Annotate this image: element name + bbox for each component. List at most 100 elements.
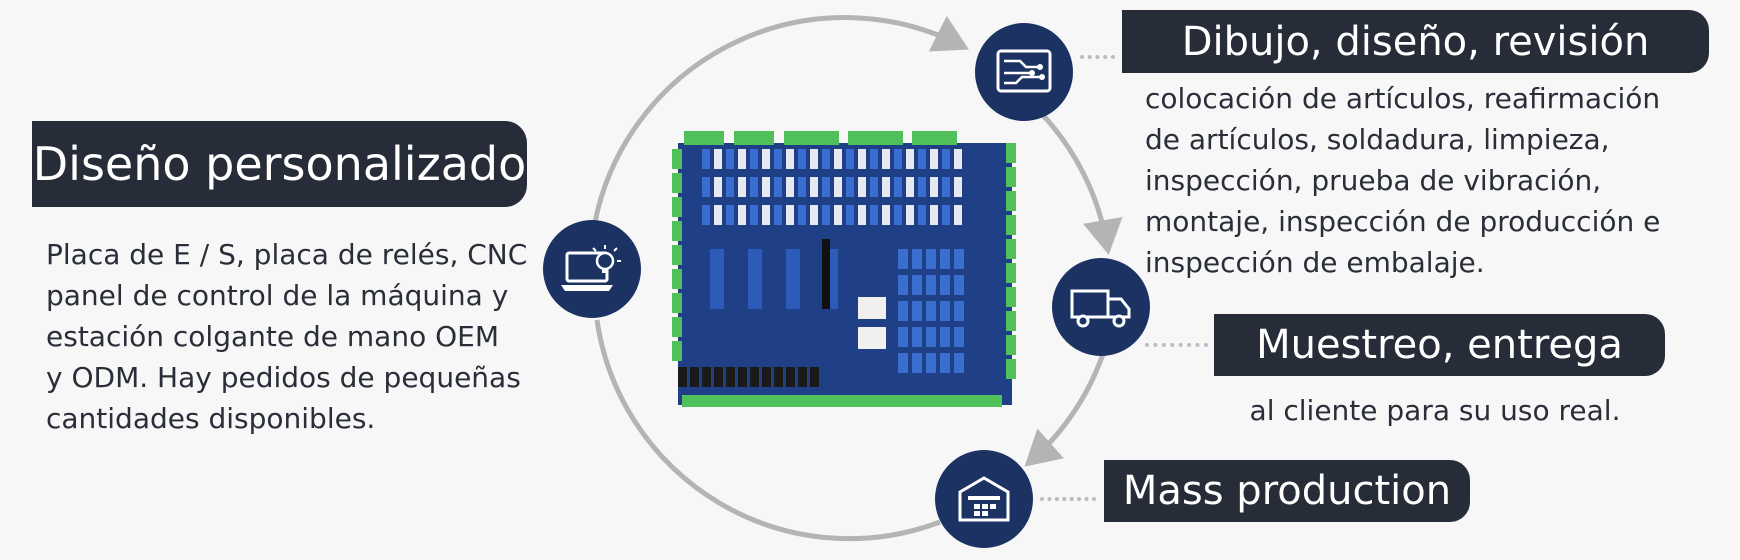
relay-pcb-board	[672, 131, 1016, 407]
terminal-block	[848, 131, 903, 145]
circuit-board-icon	[975, 23, 1073, 121]
relay	[912, 275, 922, 295]
step3-title-text: Mass production	[1122, 468, 1452, 514]
connector	[710, 249, 724, 309]
left-line: Placa de E / S, placa de relés, CNC	[46, 238, 528, 271]
relay	[898, 327, 908, 347]
terminal-block	[672, 269, 682, 289]
black-connector	[786, 367, 795, 387]
step1-connector	[1080, 55, 1115, 59]
relay	[702, 205, 710, 225]
relay	[906, 177, 914, 197]
relay	[774, 177, 782, 197]
relay	[954, 275, 964, 295]
relay	[940, 353, 950, 373]
terminal-block	[672, 293, 682, 313]
relay	[912, 353, 922, 373]
step2-title-text: Muestreo, entrega	[1256, 322, 1623, 368]
connector	[748, 249, 762, 309]
relay	[926, 327, 936, 347]
relay	[954, 327, 964, 347]
step1-line: montaje, inspección de producción e	[1145, 205, 1661, 238]
step1-line: inspección, prueba de vibración,	[1145, 164, 1602, 197]
left-title: Diseño personalizado	[32, 121, 527, 207]
relay	[882, 149, 890, 169]
terminal-block	[1006, 359, 1016, 379]
pcb-terminal-blocks	[672, 131, 1016, 407]
relay	[702, 177, 710, 197]
relay	[726, 177, 734, 197]
relay	[738, 205, 746, 225]
relay	[822, 205, 830, 225]
relay	[750, 149, 758, 169]
terminal-block	[672, 173, 682, 193]
relay	[858, 205, 866, 225]
black-connector	[738, 367, 747, 387]
terminal-block	[672, 221, 682, 241]
step3-title: Mass production	[1104, 460, 1470, 522]
relay	[738, 149, 746, 169]
step2-line: al cliente para su uso real.	[1249, 394, 1621, 427]
relay	[940, 275, 950, 295]
relay	[942, 149, 950, 169]
relay	[954, 177, 962, 197]
step1-title-text: Dibujo, diseño, revisión	[1181, 18, 1650, 65]
terminal-block	[672, 245, 682, 265]
relay	[918, 149, 926, 169]
relay	[894, 149, 902, 169]
relay	[926, 353, 936, 373]
relay	[870, 149, 878, 169]
relay	[954, 205, 962, 225]
black-connector	[750, 367, 759, 387]
relay	[846, 149, 854, 169]
terminal-block	[1006, 191, 1016, 211]
relay	[930, 177, 938, 197]
terminal-block	[1006, 215, 1016, 235]
relay	[774, 205, 782, 225]
terminal-block	[672, 317, 682, 337]
step2-description: al cliente para su uso real.	[1200, 390, 1670, 431]
black-connector	[774, 367, 783, 387]
black-connector	[678, 367, 687, 387]
step1-line: inspección de embalaje.	[1145, 246, 1485, 279]
black-connector	[798, 367, 807, 387]
black-connector	[762, 367, 771, 387]
relay	[798, 149, 806, 169]
relay	[930, 205, 938, 225]
relay	[912, 301, 922, 321]
delivery-truck-icon	[1052, 258, 1150, 356]
black-connector	[714, 367, 723, 387]
relay	[726, 205, 734, 225]
relay	[834, 149, 842, 169]
step1-line: de artículos, soldadura, limpieza,	[1145, 123, 1610, 156]
terminal-block	[1006, 167, 1016, 187]
relay	[954, 249, 964, 269]
terminal-block	[672, 341, 682, 361]
relay	[940, 327, 950, 347]
relay	[882, 205, 890, 225]
relay	[750, 205, 758, 225]
relay	[918, 177, 926, 197]
relay	[774, 149, 782, 169]
left-line: y ODM. Hay pedidos de pequeñas	[46, 361, 521, 394]
step1-description: colocación de artículos, reafirmación de…	[1145, 78, 1705, 283]
relay	[762, 177, 770, 197]
terminal-block	[1006, 143, 1016, 163]
relay	[714, 205, 722, 225]
arrow-to-step3	[1024, 347, 1108, 467]
relay	[926, 249, 936, 269]
black-connector	[726, 367, 735, 387]
relay	[822, 177, 830, 197]
left-description: Placa de E / S, placa de relés, CNC pane…	[46, 234, 546, 439]
module	[858, 297, 886, 319]
relay	[926, 301, 936, 321]
relay	[870, 177, 878, 197]
terminal-block	[672, 197, 682, 217]
relay	[714, 177, 722, 197]
step1-line: colocación de artículos, reafirmación	[1145, 82, 1661, 115]
terminal-block	[1006, 239, 1016, 259]
step2-connector	[1145, 343, 1208, 347]
relay	[930, 149, 938, 169]
